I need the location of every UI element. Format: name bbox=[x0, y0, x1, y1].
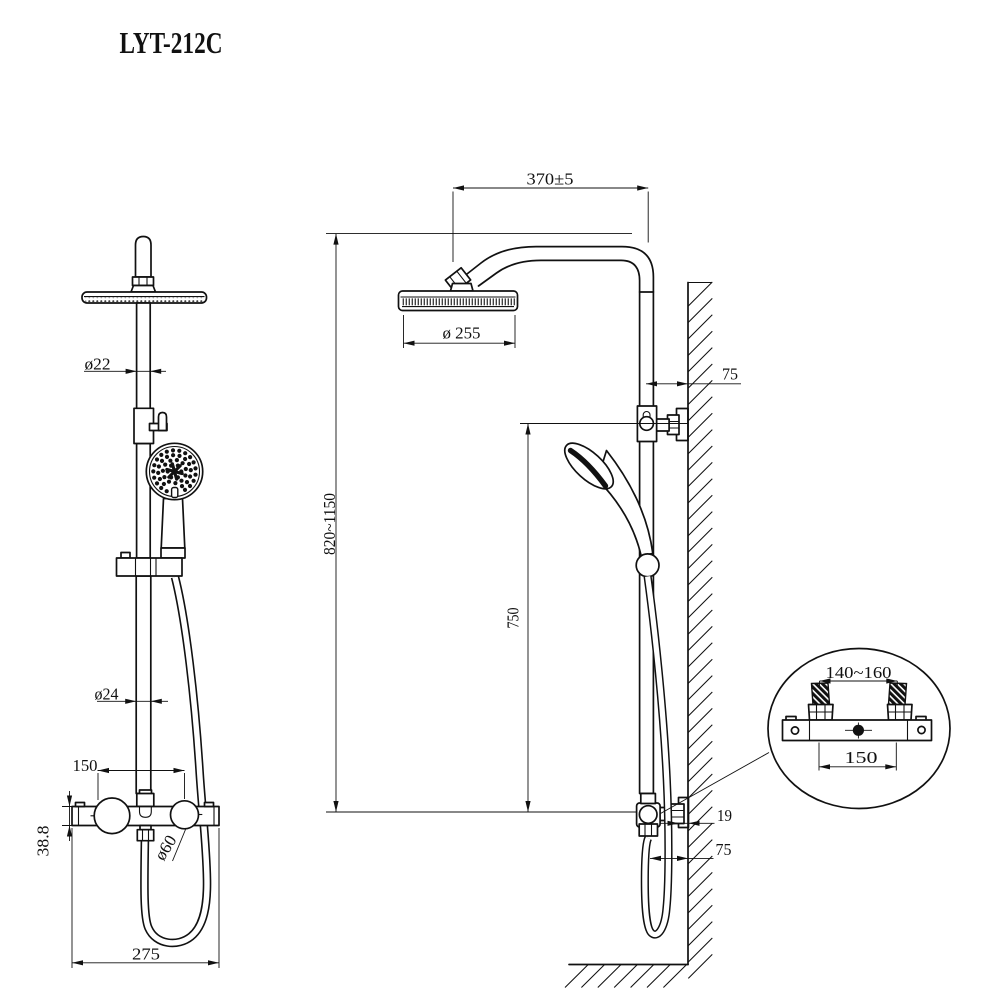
valve-inlet-nut bbox=[135, 792, 155, 808]
valve-face-circle bbox=[638, 804, 658, 825]
top-cap bbox=[134, 235, 152, 278]
wall-section bbox=[564, 281, 713, 988]
mount-hole-left bbox=[790, 726, 800, 735]
page-title: LYT-212C bbox=[120, 25, 223, 60]
inlet-thread-left bbox=[810, 682, 831, 706]
dim-inlet-spacing: 150 bbox=[845, 748, 878, 767]
center-screw bbox=[852, 724, 865, 736]
detail-dimensions: 140~160 150 bbox=[818, 663, 898, 771]
spray-nozzle-dots bbox=[151, 448, 198, 494]
rain-head-nozzle-band bbox=[85, 297, 203, 302]
flow-knob bbox=[169, 799, 200, 830]
floor-hatching bbox=[564, 963, 688, 988]
valve-tab-right bbox=[203, 801, 215, 808]
side-view: 370±5 ø 255 820~1150 750 75 19 7 bbox=[320, 170, 770, 939]
dim-lower-pipe-dia: ø24 bbox=[95, 685, 119, 704]
side-dimensions: 370±5 ø 255 820~1150 750 75 19 7 bbox=[320, 170, 741, 861]
dim-upper-wall-offset: 75 bbox=[722, 365, 738, 384]
gooseneck-arm-inner bbox=[477, 259, 641, 293]
spray-center-icon bbox=[165, 462, 184, 481]
dim-inlet-adjust-range: 140~160 bbox=[826, 663, 892, 682]
hand-shower-face-edge bbox=[567, 447, 609, 489]
detail-view: 140~160 150 bbox=[767, 647, 951, 810]
temperature-knob bbox=[93, 797, 131, 835]
cap-nut bbox=[131, 276, 155, 287]
handle-button bbox=[170, 486, 179, 499]
cradle-ball-side bbox=[635, 553, 660, 578]
hand-shower-handle-front bbox=[160, 497, 186, 549]
valve-tab-left bbox=[74, 801, 86, 808]
swivel-base bbox=[449, 282, 474, 292]
valve-bottom-nut bbox=[638, 823, 659, 837]
hand-shower-cradle-front bbox=[115, 557, 183, 577]
front-view: ø22 ø24 150 38.8 275 ø60 bbox=[34, 235, 220, 968]
outlet-nut bbox=[136, 828, 155, 842]
lower-riser-pipe bbox=[135, 575, 152, 795]
head-flange bbox=[130, 284, 157, 293]
dim-slide-bar-height: 750 bbox=[504, 608, 523, 629]
lock-lever bbox=[157, 411, 168, 432]
dim-valve-body-height: 38.8 bbox=[34, 826, 53, 857]
bracket-arm bbox=[655, 418, 670, 432]
upper-riser-pipe bbox=[135, 302, 152, 410]
handle-sleeve bbox=[160, 547, 186, 559]
detail-leader-line bbox=[660, 752, 770, 814]
rain-head-rim-band bbox=[401, 298, 515, 306]
dim-handle-dia: ø60 bbox=[151, 832, 181, 864]
mount-hole-right bbox=[917, 725, 926, 735]
dim-valve-body-width: 275 bbox=[132, 945, 160, 964]
dim-head-dia: ø 255 bbox=[443, 324, 481, 343]
dim-arm-reach: 370±5 bbox=[527, 170, 574, 189]
dim-wall-plate-thickness: 19 bbox=[717, 806, 732, 825]
dim-handle-spacing: 150 bbox=[73, 756, 98, 775]
gooseneck-arm-outer bbox=[461, 245, 655, 293]
wall-hatching bbox=[687, 281, 713, 979]
valve-top-nut bbox=[639, 792, 657, 805]
dim-upper-pipe-dia: ø22 bbox=[85, 355, 111, 374]
dim-lower-wall-offset: 75 bbox=[716, 840, 732, 859]
dim-column-height: 820~1150 bbox=[320, 493, 339, 555]
